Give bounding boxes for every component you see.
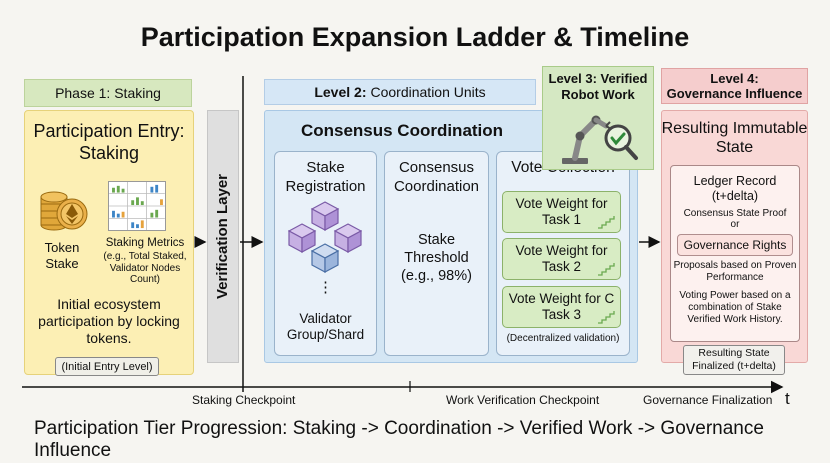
token-stake-label: Token Stake (30, 240, 94, 272)
proposals-note: Proposals based on Proven Performance (672, 260, 798, 284)
phase1-tab: Phase 1: Staking (24, 79, 192, 107)
decentralized-validation-note: (Decentralized validation) (498, 333, 628, 344)
diagram-title: Participation Expansion Ladder & Timelin… (0, 22, 830, 53)
vote-weight-task-1: Vote Weight for Task 1 (502, 191, 621, 233)
phase1-heading: Participation Entry: Staking (24, 120, 194, 164)
level4-tab-line1: Level 4: (710, 71, 758, 86)
vote-weight-task-3: Vote Weight for C Task 3 (502, 286, 621, 328)
or-label: or (672, 219, 798, 231)
level2-heading: Consensus Coordination (264, 121, 540, 141)
stake-registration-title: Stake Registration (276, 158, 375, 196)
level2-tab-level: Level 2: (314, 84, 366, 100)
consensus-coordination-title: Consensus Coordination (386, 158, 487, 196)
ledger-record-label: Ledger Record (t+delta) (672, 174, 798, 204)
level2-tab: Level 2: Coordination Units (264, 79, 536, 105)
bar-chart-grid-icon (108, 181, 166, 231)
initial-entry-badge: (Initial Entry Level) (55, 357, 159, 376)
level3-title: Level 3: Verified Robot Work (542, 71, 654, 103)
staking-metrics-detail: (e.g., Total Staked, Validator Nodes Cou… (96, 251, 194, 286)
stake-registration-dots: ⋮ (276, 282, 375, 294)
vote-weight-task-2: Vote Weight for Task 2 (502, 238, 621, 280)
verification-layer-label: Verification Layer (215, 174, 232, 299)
voting-power-note: Voting Power based on a combination of S… (672, 290, 798, 326)
stake-threshold-label: Stake Threshold (e.g., 98%) (386, 231, 487, 285)
validator-group-label: Validator Group/Shard (276, 311, 375, 343)
state-finalized-badge: Resulting State Finalized (t+delta) (683, 345, 785, 375)
level4-heading: Resulting Immutable State (661, 119, 808, 157)
staking-checkpoint-label: Staking Checkpoint (192, 393, 295, 407)
vote-weight-label: Vote Weight for C Task 3 (503, 291, 620, 323)
ethereum-coin-stack-icon (38, 183, 90, 233)
level2-tab-text: Coordination Units (370, 84, 485, 100)
work-verification-checkpoint-label: Work Verification Checkpoint (446, 393, 599, 407)
level4-tab: Level 4: Governance Influence (661, 68, 808, 104)
tier-progression-footer: Participation Tier Progression: Staking … (34, 418, 814, 462)
vote-weight-label: Vote Weight for Task 1 (503, 196, 620, 228)
vote-weight-label: Vote Weight for Task 2 (503, 243, 620, 275)
validator-cubes-icon (288, 200, 362, 282)
robot-arm-verify-icon (556, 108, 642, 166)
level4-tab-line2: Governance Influence (667, 86, 803, 101)
governance-rights-badge: Governance Rights (677, 234, 793, 256)
phase1-description: Initial ecosystem participation by locki… (28, 296, 190, 347)
staking-metrics-title: Staking Metrics (96, 237, 194, 250)
time-axis-label: t (785, 389, 790, 409)
governance-finalization-label: Governance Finalization (643, 393, 772, 407)
